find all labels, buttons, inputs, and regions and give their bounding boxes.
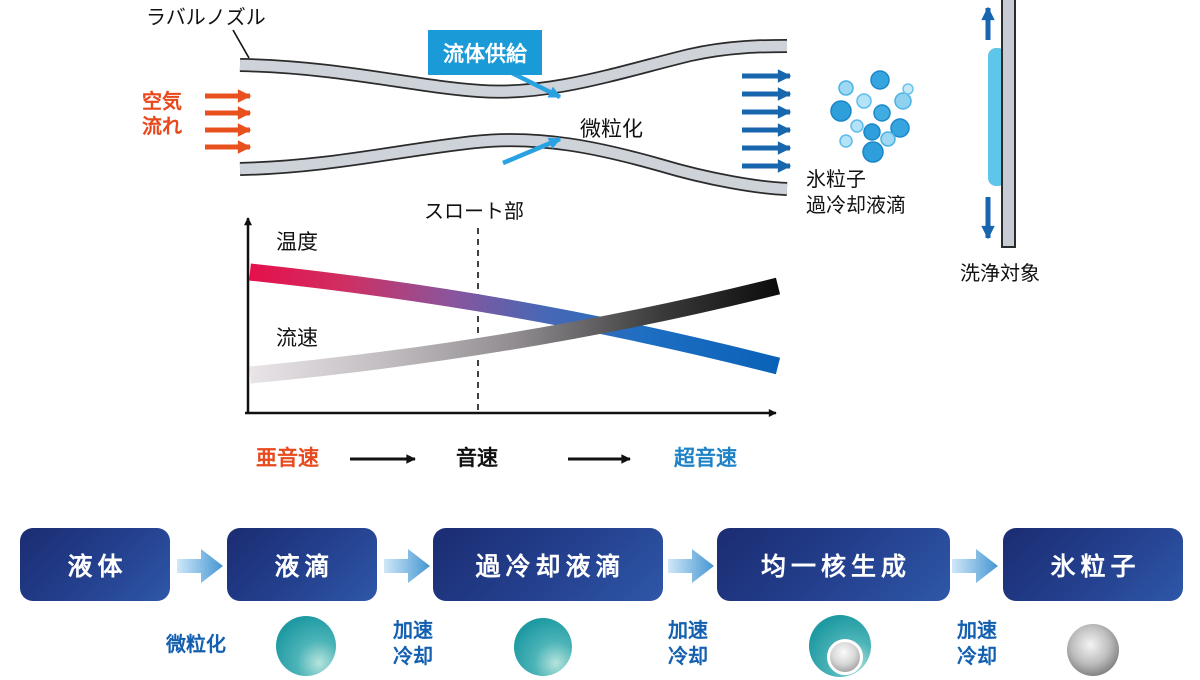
- step-label: 均一核生成: [760, 552, 911, 581]
- air-flow-arrows-icon: [205, 89, 252, 154]
- process-step-liquid: 液体: [20, 528, 170, 601]
- cooling-line: 冷却: [393, 646, 433, 668]
- supercooled-droplets-line: 過冷却液滴: [806, 195, 906, 217]
- exit-flow-arrows-icon: [742, 69, 792, 173]
- accel-line: 加速: [668, 620, 708, 642]
- sonic-label: 音速: [456, 447, 498, 470]
- air-flow-label: 空気流れ: [142, 90, 182, 140]
- transition-atomization-label: 微粒化: [166, 634, 226, 656]
- nozzle-output-label: 氷粒子過冷却液滴: [806, 167, 906, 219]
- fluid-supply-label: 流体供給: [443, 42, 527, 66]
- process-flow-arrows: [177, 549, 998, 583]
- temperature-label: 温度: [276, 231, 318, 254]
- step-label: 氷粒子: [1050, 552, 1141, 581]
- ice-nucleus-icon: [827, 639, 863, 675]
- step-label: 液体: [67, 552, 128, 581]
- supersonic-label: 超音速: [674, 447, 737, 470]
- air-flow-line2: 流れ: [142, 116, 182, 138]
- droplet-sphere-icon: [276, 616, 336, 676]
- cleaning-target-plate: [981, 0, 1016, 248]
- ice-particle-cluster-icon: [830, 70, 914, 163]
- ice-particle-sphere-icon: [1067, 624, 1119, 676]
- air-flow-line1: 空気: [142, 91, 182, 113]
- process-step-ice-particle: 氷粒子: [1003, 528, 1183, 601]
- atomization-label: 微粒化: [580, 118, 643, 141]
- temperature-curve: [249, 263, 781, 375]
- fluid-supply-badge: 流体供給: [428, 30, 542, 75]
- flow-arrow-icon: [668, 549, 714, 583]
- process-step-droplet: 液滴: [227, 528, 377, 601]
- throat-label: スロート部: [424, 201, 524, 223]
- step-label: 液滴: [274, 552, 335, 581]
- nucleation-sphere-icon: [809, 615, 871, 677]
- nozzle-graph: [243, 217, 781, 464]
- flow-arrow-icon: [177, 549, 223, 583]
- laval-nozzle-label: ラバルノズル: [146, 7, 266, 29]
- transition-accel-cooling-label: 加速冷却: [382, 618, 444, 670]
- transition-accel-cooling-label: 加速冷却: [657, 618, 719, 670]
- ice-particles-line: 氷粒子: [806, 169, 866, 191]
- velocity-label: 流速: [276, 327, 318, 350]
- cleaning-target-label: 洗浄対象: [960, 263, 1040, 285]
- transition-accel-cooling-label: 加速冷却: [946, 618, 1008, 670]
- cooling-line: 冷却: [957, 646, 997, 668]
- nozzle-label-pointer-line: [232, 29, 250, 59]
- accel-line: 加速: [393, 620, 433, 642]
- process-step-supercooled-droplet: 過冷却液滴: [433, 528, 663, 601]
- fluid-supply-arrows-icon: [502, 69, 562, 166]
- process-step-nucleation: 均一核生成: [717, 528, 950, 601]
- subsonic-label: 亜音速: [256, 447, 319, 470]
- velocity-curve: [249, 277, 781, 384]
- supercooled-droplet-sphere-icon: [514, 618, 572, 676]
- step-label: 過冷却液滴: [475, 552, 626, 581]
- accel-line: 加速: [957, 620, 997, 642]
- flow-arrow-icon: [952, 549, 998, 583]
- flow-arrow-icon: [384, 549, 430, 583]
- cooling-line: 冷却: [668, 646, 708, 668]
